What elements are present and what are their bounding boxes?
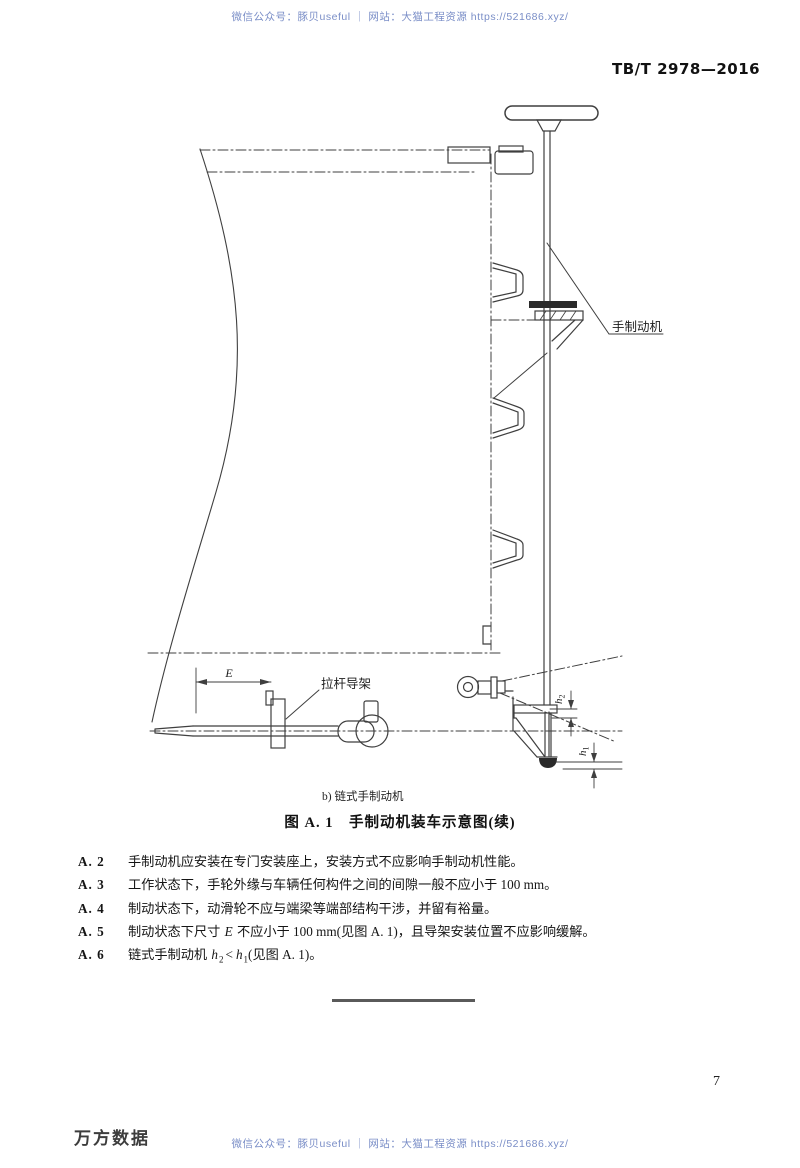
brake-shaft bbox=[543, 130, 551, 757]
clause-a6-sub1: 1 bbox=[243, 954, 249, 965]
clause-a6-pre: 链式手制动机 bbox=[128, 947, 211, 963]
handwheel bbox=[504, 105, 599, 132]
chain-guide-pockets bbox=[492, 262, 525, 569]
clause-a4: A. 4 制动状态下，动滑轮不应与端梁等端部结构干涉，并留有裕量。 bbox=[78, 898, 738, 921]
clause-a6-var-h2: h bbox=[211, 947, 219, 963]
footer-divider bbox=[332, 999, 475, 1002]
doc-number: TB/T 2978—2016 bbox=[612, 60, 761, 78]
dimension-h1: h1 bbox=[555, 742, 623, 789]
page-number: 7 bbox=[713, 1074, 720, 1089]
car-body-outline bbox=[151, 148, 492, 723]
dimension-E-text: E bbox=[224, 666, 233, 680]
clause-a4-text: 制动状态下，动滑轮不应与端梁等端部结构干涉，并留有裕量。 bbox=[128, 900, 498, 916]
clause-a4-label: A. 4 bbox=[78, 900, 105, 916]
figure-subcaption: b) 链式手制动机 bbox=[322, 791, 404, 803]
rod-guide-label-text: 拉杆导架 bbox=[321, 676, 371, 691]
mounting-brackets bbox=[447, 145, 534, 175]
clause-a5-post: 不应小于 100 mm(见图 A. 1)，且导架安装位置不应影响缓解。 bbox=[233, 923, 596, 939]
clause-a5: A. 5 制动状态下尺寸 E 不应小于 100 mm(见图 A. 1)，且导架安装… bbox=[78, 921, 738, 944]
bottom-watermark: 微信公众号：豚贝useful ｜ 网站：大猫工程资源 https://52168… bbox=[231, 1138, 569, 1150]
clause-a6-label: A. 6 bbox=[78, 947, 105, 963]
clause-a6-operator: < bbox=[225, 947, 233, 963]
dimension-h2-text: h2 bbox=[553, 695, 567, 705]
winch-mechanism bbox=[493, 301, 584, 399]
clause-a3: A. 3 工作状态下，手轮外缘与车辆任何构件之间的间隙一般不应小于 100 mm。 bbox=[78, 874, 738, 897]
clause-a2-text: 手制动机应安装在专门安装座上，安装方式不应影响手制动机性能。 bbox=[128, 854, 524, 869]
pull-rod bbox=[154, 700, 389, 748]
clause-a3-label: A. 3 bbox=[78, 877, 105, 893]
clause-a6-post: (见图 A. 1)。 bbox=[248, 947, 323, 963]
clause-a2: A. 2 手制动机应安装在专门安装座上，安装方式不应影响手制动机性能。 bbox=[78, 851, 738, 874]
clause-a5-var-E: E bbox=[224, 923, 233, 939]
wanfang-brand: 万方数据 bbox=[74, 1129, 150, 1148]
dimension-h1-text: h1 bbox=[577, 747, 591, 757]
movable-pulley bbox=[456, 675, 514, 699]
hand-brake-label-text: 手制动机 bbox=[612, 320, 663, 334]
phantom-lines bbox=[147, 149, 623, 743]
clause-a5-label: A. 5 bbox=[78, 923, 105, 939]
clause-a6-var-h1: h bbox=[235, 947, 243, 963]
figure-title: 图 A. 1 手制动机装车示意图(续) bbox=[284, 815, 516, 831]
rod-guide-bracket: 拉杆导架 bbox=[265, 676, 371, 749]
dimension-h2: h2 bbox=[549, 690, 578, 737]
top-watermark: 微信公众号：豚贝useful ｜ 网站：大猫工程资源 https://52168… bbox=[231, 11, 569, 23]
clause-list: A. 2 手制动机应安装在专门安装座上，安装方式不应影响手制动机性能。 A. 3 工… bbox=[78, 851, 738, 967]
clause-a2-label: A. 2 bbox=[78, 854, 105, 869]
clause-a5-pre: 制动状态下尺寸 bbox=[128, 923, 224, 939]
clause-a3-text: 工作状态下，手轮外缘与车辆任何构件之间的间隙一般不应小于 100 mm。 bbox=[128, 877, 558, 893]
hand-brake-label: 手制动机 bbox=[546, 242, 664, 335]
hand-brake-diagram: 手制动机 拉杆导架 E bbox=[147, 105, 664, 789]
dimension-E: E bbox=[195, 666, 272, 714]
clause-a6-sub2: 2 bbox=[219, 954, 224, 965]
